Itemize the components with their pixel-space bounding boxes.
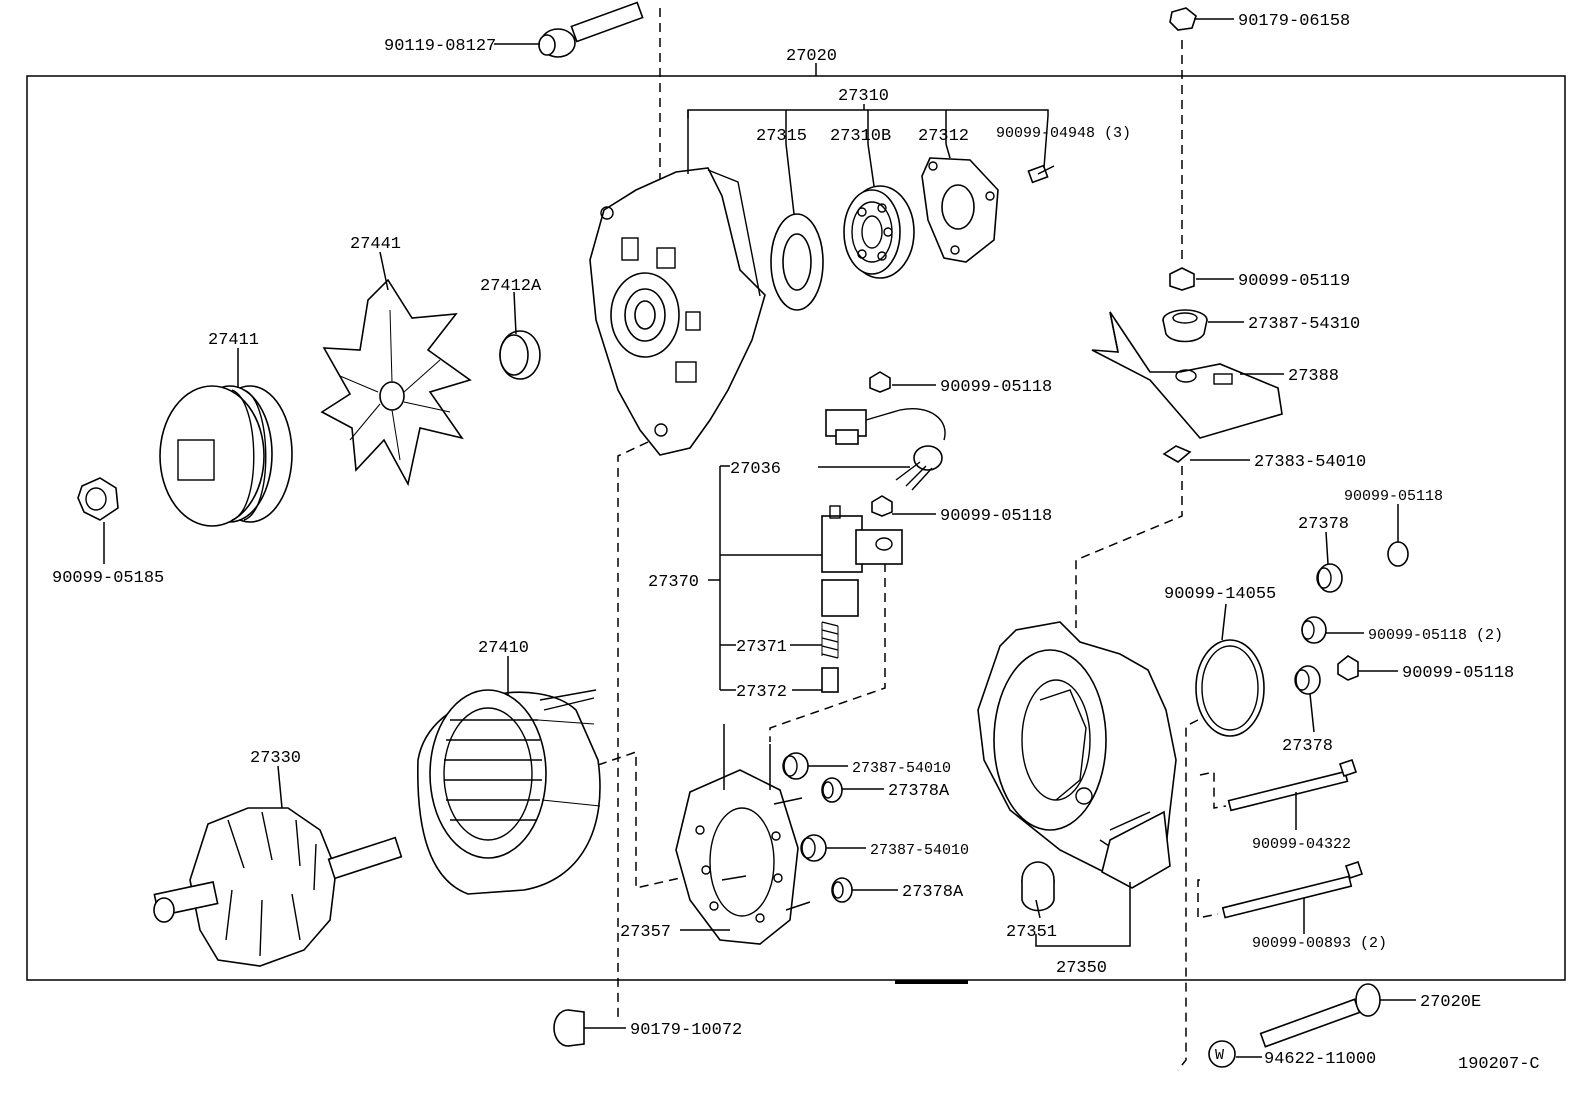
label-90099-05119: 90099-05119 — [1238, 272, 1350, 291]
label-90099-14055: 90099-14055 — [1164, 585, 1276, 604]
label-27036: 27036 — [730, 460, 781, 479]
rectifier-27357 — [675, 724, 811, 945]
label-27410: 27410 — [478, 639, 529, 658]
label-27312: 27312 — [918, 127, 969, 146]
label-27310B: 27310B — [830, 127, 891, 146]
label-27378-a: 27378 — [1298, 515, 1349, 534]
part-labels: 90119-08127 27020 90179-06158 27310 2731… — [52, 12, 1540, 1074]
label-27387-54310: 27387-54310 — [1248, 315, 1360, 334]
label-90099-05118-d: 90099-05118 — [1402, 664, 1514, 683]
label-90099-05185: 90099-05185 — [52, 569, 164, 588]
rotor-27330 — [153, 807, 403, 967]
rectifier-end-frame-27350 — [977, 621, 1177, 889]
screw-90099-04948 — [1027, 164, 1055, 184]
label-90099-05118-a: 90099-05118 — [940, 378, 1052, 397]
label-94622-11000: 94622-11000 — [1264, 1050, 1376, 1069]
nut-90179-06158 — [1169, 7, 1197, 31]
bolt-90099-00893 — [1221, 860, 1364, 919]
label-27370: 27370 — [648, 573, 699, 592]
bushing-27378-a — [1316, 563, 1343, 593]
nut-90179-10072 — [553, 1009, 585, 1047]
bushing-27387-54010-a — [782, 752, 809, 780]
regulator-27370 — [821, 505, 903, 617]
nut-90099-05185 — [77, 477, 119, 521]
o-ring-90099-14055 — [1195, 639, 1265, 737]
label-27315: 27315 — [756, 127, 807, 146]
label-27388: 27388 — [1288, 367, 1339, 386]
spacer-collar-27412A — [499, 330, 541, 380]
label-27020: 27020 — [786, 47, 837, 66]
nut-90099-05118-c — [1387, 541, 1409, 567]
nut-90099-05118-d — [1337, 655, 1359, 681]
label-27383-54010: 27383-54010 — [1254, 453, 1366, 472]
label-w-symbol: W — [1215, 1047, 1224, 1064]
label-27371: 27371 — [736, 638, 787, 657]
label-27387-54010-b: 27387-54010 — [870, 842, 969, 859]
nut-90099-05118-2 — [1301, 616, 1327, 644]
label-27411: 27411 — [208, 331, 259, 350]
bushing-27378A-b — [831, 877, 853, 903]
connector-harness-27036 — [825, 408, 946, 491]
drive-end-frame-27310 — [589, 167, 766, 456]
nut-90099-05118-b — [871, 495, 893, 517]
label-90099-04948: 90099-04948 (3) — [996, 125, 1131, 142]
stator-27410 — [417, 689, 601, 895]
label-27378A-b: 27378A — [902, 883, 964, 902]
bolt-27020E — [1259, 983, 1381, 1048]
label-90099-05118-b: 90099-05118 — [940, 507, 1052, 526]
nut-90099-05119 — [1169, 267, 1195, 291]
bolt-90099-04322 — [1227, 758, 1358, 812]
label-90119-08127: 90119-08127 — [384, 37, 496, 56]
label-27350: 27350 — [1056, 959, 1107, 978]
label-90099-05118-2: 90099-05118 (2) — [1368, 627, 1503, 644]
diagram-id: 190207-C — [1458, 1055, 1540, 1074]
nut-90099-05118-a — [869, 371, 891, 393]
label-27310: 27310 — [838, 87, 889, 106]
label-27351: 27351 — [1006, 923, 1057, 942]
terminal-cap-27387-54310 — [1162, 309, 1208, 343]
label-27441: 27441 — [350, 235, 401, 254]
label-27378A-a: 27378A — [888, 782, 950, 801]
bushing-27378A-a — [821, 777, 843, 803]
retainer-plate-27312 — [921, 157, 999, 263]
label-27357: 27357 — [620, 923, 671, 942]
assembly-dashed-lines — [597, 8, 1227, 1071]
brush-spring-27371 — [821, 621, 839, 659]
assembly-frame — [26, 75, 1566, 981]
insulator-27383-54010 — [1162, 445, 1192, 463]
label-90099-04322: 90099-04322 — [1252, 836, 1351, 853]
brush-27372 — [821, 667, 839, 693]
washer-w-symbol — [1208, 1040, 1236, 1068]
label-90099-00893: 90099-00893 (2) — [1252, 935, 1387, 952]
pulley-27411 — [159, 385, 293, 527]
label-90179-10072: 90179-10072 — [630, 1021, 742, 1040]
label-90179-06158: 90179-06158 — [1238, 12, 1350, 31]
bearing-27310B — [843, 185, 915, 279]
rear-cover-27388 — [1091, 311, 1283, 439]
leader-lines — [103, 18, 1416, 1058]
insulator-27351 — [1021, 861, 1055, 912]
label-27020E: 27020E — [1420, 993, 1481, 1012]
label-27372: 27372 — [736, 683, 787, 702]
label-90099-05118-c: 90099-05118 — [1344, 488, 1443, 505]
label-27330: 27330 — [250, 749, 301, 768]
label-27378-b: 27378 — [1282, 737, 1333, 756]
bearing-cover-27315 — [770, 213, 824, 311]
bushing-27378-b — [1294, 665, 1321, 695]
label-27412A: 27412A — [480, 277, 542, 296]
label-27387-54010-a: 27387-54010 — [852, 760, 951, 777]
bushing-27387-54010-b — [800, 834, 827, 862]
fan-27441 — [320, 278, 472, 487]
bolt-90119-08127 — [538, 1, 644, 58]
